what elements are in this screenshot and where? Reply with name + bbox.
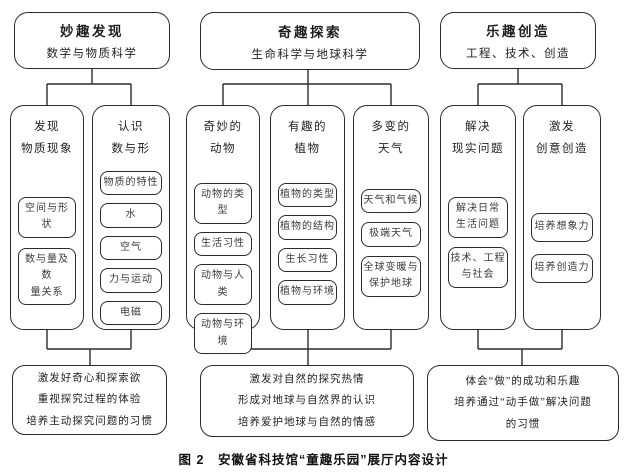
group-title-line: 奇妙的 bbox=[203, 121, 243, 133]
group-title: 奇妙的 动物 bbox=[192, 117, 254, 161]
topic-item: 空间与形状 bbox=[18, 196, 76, 238]
group-title-line: 多变的 bbox=[371, 121, 411, 133]
topic-item: 培养创造力 bbox=[531, 253, 593, 283]
topic-item: 生长习性 bbox=[278, 247, 337, 273]
topic-list: 天气和气候 极端天气 全球变暖与 保护地球 bbox=[359, 188, 423, 297]
outcome-line: 激发对自然的探究热情 bbox=[249, 373, 365, 385]
outcome-line: 形成对地球与自然界的认识 bbox=[238, 395, 376, 407]
outcome-line: 的习惯 bbox=[505, 418, 541, 430]
topic-item: 植物与环境 bbox=[278, 280, 337, 305]
outcome-line: 培养通过“动手做”解决问题 bbox=[454, 397, 592, 409]
group-title-line: 动物 bbox=[210, 142, 236, 155]
header-box-creation: 乐趣创造 工程、技术、创造 bbox=[440, 12, 596, 69]
topic-item: 动物的类型 bbox=[194, 182, 252, 224]
outcome-box-discovery: 激发好奇心和探索欲 重视探究过程的体验 培养主动探究问题的习惯 bbox=[12, 365, 167, 435]
topic-item: 极端天气 bbox=[361, 222, 421, 247]
topic-item: 植物的类型 bbox=[278, 182, 337, 208]
group-title-line: 物质现象 bbox=[21, 142, 73, 155]
header-title: 妙趣发现 bbox=[60, 24, 124, 39]
topic-item: 技术、工程 与社会 bbox=[448, 246, 508, 288]
topic-item: 解决日常 生活问题 bbox=[448, 196, 508, 238]
group-title-line: 天气 bbox=[378, 142, 404, 155]
group-title-line: 创意创造 bbox=[536, 142, 588, 155]
topic-item: 培养想象力 bbox=[531, 212, 593, 242]
group-box-plants: 有趣的 植物 植物的类型 植物的结构 生长习性 植物与环境 bbox=[270, 105, 345, 330]
topic-list: 培养想象力 培养创造力 bbox=[529, 212, 595, 283]
header-title: 奇趣探索 bbox=[278, 24, 342, 40]
group-box-creative-ideas: 激发 创意创造 培养想象力 培养创造力 bbox=[523, 105, 601, 330]
group-title-line: 有趣的 bbox=[288, 121, 327, 133]
topic-item: 动物与人类 bbox=[194, 264, 252, 306]
outcome-line: 激发好奇心和探索欲 bbox=[37, 372, 142, 384]
topic-item: 植物的结构 bbox=[278, 215, 337, 240]
header-subtitle: 工程、技术、创造 bbox=[466, 48, 570, 60]
group-title: 解决 现实问题 bbox=[446, 117, 510, 161]
outcome-line: 重视探究过程的体验 bbox=[37, 394, 142, 406]
header-box-discovery: 妙趣发现 数学与物质科学 bbox=[14, 12, 170, 69]
topic-item: 生活习性 bbox=[194, 231, 252, 257]
outcome-line: 体会“做”的成功和乐趣 bbox=[465, 375, 581, 387]
topic-item: 数与量及数 量关系 bbox=[18, 247, 76, 306]
group-title-line: 激发 bbox=[549, 121, 575, 133]
topic-item: 力与运动 bbox=[100, 268, 162, 293]
topic-item: 电磁 bbox=[100, 300, 162, 326]
group-title-line: 认识 bbox=[118, 121, 144, 133]
group-box-animals: 奇妙的 动物 动物的类型 生活习性 动物与人类 动物与环境 bbox=[186, 105, 260, 355]
group-title-line: 发现 bbox=[34, 121, 60, 133]
topic-list: 空间与形状 数与量及数 量关系 bbox=[16, 196, 78, 306]
group-box-material-phenomena: 发现 物质现象 空间与形状 数与量及数 量关系 bbox=[10, 105, 84, 330]
outcome-box-creation: 体会“做”的成功和乐趣 培养通过“动手做”解决问题 的习惯 bbox=[427, 365, 619, 441]
topic-item: 物质的特性 bbox=[100, 170, 162, 196]
group-title: 有趣的 植物 bbox=[276, 117, 339, 161]
group-title: 认识 数与形 bbox=[98, 117, 164, 161]
topic-item: 动物与环境 bbox=[194, 313, 252, 355]
header-title: 乐趣创造 bbox=[486, 24, 550, 39]
group-title: 发现 物质现象 bbox=[16, 117, 78, 161]
topic-list: 植物的类型 植物的结构 生长习性 植物与环境 bbox=[276, 182, 339, 305]
topic-item: 水 bbox=[100, 203, 162, 228]
outcome-line: 培养爱护地球与自然的情感 bbox=[238, 416, 376, 428]
group-title-line: 现实问题 bbox=[452, 142, 504, 155]
header-subtitle: 生命科学与地球科学 bbox=[251, 48, 369, 61]
group-title: 激发 创意创造 bbox=[529, 117, 595, 161]
topic-item: 空气 bbox=[100, 235, 162, 261]
outcome-line: 培养主动探究问题的习惯 bbox=[26, 415, 153, 427]
group-title-line: 数与形 bbox=[111, 142, 151, 155]
outcome-box-exploration: 激发对自然的探究热情 形成对地球与自然界的认识 培养爱护地球与自然的情感 bbox=[200, 365, 414, 437]
topic-list: 动物的类型 生活习性 动物与人类 动物与环境 bbox=[192, 182, 254, 355]
topic-list: 物质的特性 水 空气 力与运动 电磁 bbox=[98, 170, 164, 326]
topic-item: 全球变暖与 保护地球 bbox=[361, 255, 421, 297]
group-box-real-problems: 解决 现实问题 解决日常 生活问题 技术、工程 与社会 bbox=[440, 105, 516, 330]
topic-item: 天气和气候 bbox=[361, 188, 421, 214]
header-box-exploration: 奇趣探索 生命科学与地球科学 bbox=[200, 12, 420, 70]
figure-caption: 图 2 安徽省科技馆“童趣乐园”展厅内容设计 bbox=[178, 453, 449, 467]
group-box-weather: 多变的 天气 天气和气候 极端天气 全球变暖与 保护地球 bbox=[353, 105, 429, 330]
group-title-line: 植物 bbox=[294, 142, 321, 155]
header-subtitle: 数学与物质科学 bbox=[46, 48, 138, 60]
group-title: 多变的 天气 bbox=[359, 117, 423, 161]
group-box-number-shape: 认识 数与形 物质的特性 水 空气 力与运动 电磁 bbox=[92, 105, 170, 330]
topic-list: 解决日常 生活问题 技术、工程 与社会 bbox=[446, 196, 510, 288]
group-title-line: 解决 bbox=[465, 121, 491, 133]
